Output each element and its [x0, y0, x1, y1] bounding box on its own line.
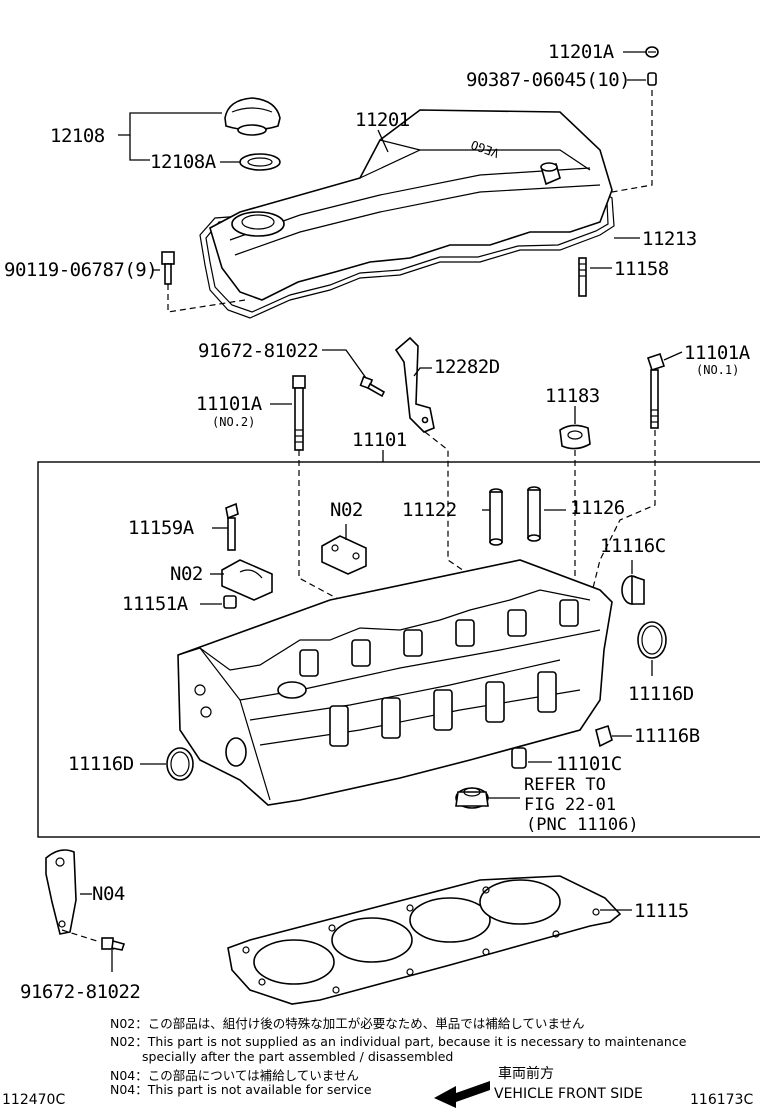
label-11213: 11213	[642, 228, 697, 250]
label-n04: N04	[92, 883, 125, 905]
plug-11116C	[621, 574, 645, 605]
part-11101C	[511, 747, 527, 769]
bearing-cap-n02-b	[221, 559, 273, 601]
bracket-12282D	[394, 336, 435, 433]
refer-to-text: REFER TO	[524, 775, 606, 795]
part-11151A	[223, 595, 237, 609]
corner-code-left: 112470C	[2, 1092, 65, 1108]
label-11101A-no1: 11101A	[684, 342, 751, 364]
bolt-91672-bottom	[101, 937, 126, 951]
bolt-11101A-no2	[292, 375, 306, 451]
label-11159A: 11159A	[128, 517, 195, 539]
label-90119-06787: 90119-06787(9)	[4, 259, 157, 281]
bolt-11159A	[225, 502, 239, 551]
label-11116B: 11116B	[634, 725, 700, 747]
label-11151A: 11151A	[122, 593, 189, 615]
stud-11158	[578, 257, 587, 297]
oil-filler-cap	[224, 97, 281, 136]
guide-11126	[527, 486, 541, 542]
plug-11116B	[595, 724, 613, 748]
note-n04-jp: N04：この部品については補給していません	[110, 1068, 359, 1083]
label-12282D: 12282D	[434, 356, 500, 378]
label-91672-81022-top: 91672-81022	[198, 340, 318, 362]
label-11201: 11201	[355, 109, 410, 131]
cylinder-head	[177, 559, 613, 806]
label-12108: 12108	[50, 125, 105, 147]
grommet-90387	[647, 72, 657, 86]
label-no2: (NO.2)	[212, 415, 255, 429]
cylinder-head-box	[37, 461, 760, 838]
label-n02-b: N02	[170, 563, 203, 585]
label-11101C: 11101C	[556, 753, 622, 775]
label-11158: 11158	[614, 258, 669, 280]
bearing-cap-n02-a	[321, 535, 367, 575]
label-11183: 11183	[545, 385, 600, 407]
note-n02-jp: N02：この部品は、組付け後の特殊な加工が必要なため、単品では補給していません	[110, 1016, 585, 1031]
label-11126: 11126	[570, 497, 625, 519]
corner-code-right: 116173C	[690, 1092, 753, 1108]
bracket-n04	[45, 849, 77, 935]
bolt-90119	[161, 251, 175, 285]
nut-11201A	[645, 46, 659, 58]
vehicle-front-en: VEHICLE FRONT SIDE	[494, 1086, 643, 1102]
note-n02-en-2: specially after the part assembled / dis…	[142, 1049, 453, 1064]
label-11201A: 11201A	[548, 41, 615, 63]
label-11116D-right: 11116D	[628, 683, 694, 705]
label-91672-81022-bottom: 91672-81022	[20, 981, 140, 1003]
label-no1: (NO.1)	[696, 363, 739, 377]
part-11183	[559, 424, 591, 450]
vehicle-front-jp: 車両前方	[498, 1065, 554, 1082]
part-pnc-11106	[455, 787, 489, 809]
vehicle-front-arrow-icon	[434, 1081, 490, 1108]
label-11116D-left: 11116D	[68, 753, 134, 775]
note-n02-en-1: N02：This part is not supplied as an indi…	[110, 1034, 687, 1049]
label-n02-a: N02	[330, 499, 363, 521]
label-11101: 11101	[352, 429, 407, 451]
guide-11122	[489, 488, 503, 546]
label-12108A: 12108A	[150, 151, 217, 173]
label-11122: 11122	[402, 499, 457, 521]
label-90387-06045: 90387-06045(10)	[466, 69, 630, 91]
refer-pnc-text: (PNC 11106)	[526, 815, 639, 835]
label-11116C: 11116C	[600, 535, 666, 557]
refer-fig-text: FIG 22-01	[524, 795, 616, 815]
filler-cap-gasket	[239, 153, 281, 171]
bolt-11101A-no1	[646, 352, 666, 429]
head-gasket-11115	[227, 875, 622, 1005]
label-11115: 11115	[634, 900, 689, 922]
label-11101A-no2: 11101A	[196, 393, 263, 415]
plug-11116D-left	[166, 747, 194, 781]
bolt-91672-top	[359, 375, 386, 398]
cylinder-head-cover: VEGO	[199, 109, 615, 319]
note-n04-en: N04：This part is not available for servi…	[110, 1082, 372, 1097]
plug-11116D-right	[637, 621, 667, 659]
